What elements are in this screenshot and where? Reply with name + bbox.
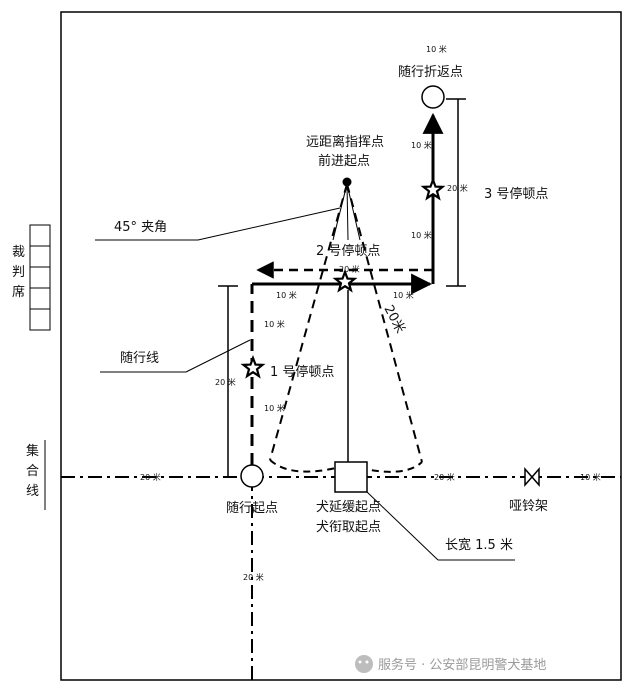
cone-right-line bbox=[346, 183, 423, 463]
stop-3-label: 3 号停顿点 bbox=[484, 186, 548, 202]
stop-2-star-icon bbox=[332, 268, 358, 293]
heel-line-label: 随行线 bbox=[120, 351, 159, 366]
dist-left-20: 20 米 bbox=[215, 377, 236, 387]
assembly-line-label-2: 合 bbox=[26, 464, 39, 479]
stop-1-label: 1 号停顿点 bbox=[270, 364, 334, 380]
stop-3-star-icon bbox=[420, 176, 446, 201]
judge-seat-label-3: 席 bbox=[12, 284, 25, 300]
heel-start-circle bbox=[240, 464, 264, 488]
dumbbell-rack-label: 哑铃架 bbox=[509, 499, 548, 514]
dumbbell-rack-icon bbox=[524, 467, 540, 487]
turnaround-point-label: 随行折返点 bbox=[398, 65, 463, 80]
angle-leader-d bbox=[197, 207, 341, 241]
cone-left-line bbox=[269, 183, 348, 461]
dist-base-right-10: 10 米 bbox=[580, 472, 601, 482]
cone-inner-left bbox=[332, 183, 348, 241]
dist-left-upper-10: 10 米 bbox=[264, 319, 285, 329]
wechat-icon bbox=[355, 655, 373, 673]
cone-arc-right bbox=[359, 461, 423, 473]
cone-inner-right bbox=[346, 183, 361, 241]
dog-start-label-2: 犬衔取起点 bbox=[316, 520, 381, 535]
watermark: 服务号 · 公安部昆明警犬基地 bbox=[355, 655, 546, 673]
dist-left-lower-10: 10 米 bbox=[264, 403, 285, 413]
dist-base-mid-20: 20 米 bbox=[434, 472, 455, 482]
judge-seat-label-1: 裁 bbox=[12, 244, 25, 260]
dog-start-box bbox=[334, 461, 368, 493]
dist-horiz-20: 20 米 bbox=[339, 264, 360, 274]
stop-1-star-icon bbox=[240, 354, 266, 379]
watermark-text: 服务号 · 公安部昆明警犬基地 bbox=[378, 657, 546, 673]
heel-start-label: 随行起点 bbox=[226, 501, 278, 516]
angle-45-label: 45° 夹角 bbox=[114, 220, 167, 235]
remote-command-point-dot bbox=[342, 177, 352, 187]
dist-horiz-left-10: 10 米 bbox=[276, 290, 297, 300]
turnaround-point-circle bbox=[421, 85, 445, 109]
size-note-label: 长宽 1.5 米 bbox=[445, 537, 513, 553]
dist-horiz-right-10: 10 米 bbox=[393, 290, 414, 300]
judge-desk bbox=[29, 224, 51, 331]
field-border bbox=[60, 11, 622, 681]
dist-right-mid-20: 20 米 bbox=[447, 183, 468, 193]
stop-2-label: 2 号停顿点 bbox=[316, 243, 380, 259]
remote-command-label-2: 前进起点 bbox=[318, 153, 370, 169]
dog-start-label-1: 犬延缓起点 bbox=[316, 500, 381, 515]
assembly-line-label-1: 集 bbox=[26, 443, 39, 459]
heel-line-leader-d bbox=[185, 339, 251, 373]
judge-seat-label-2: 判 bbox=[12, 265, 25, 280]
size-leader-d bbox=[366, 491, 439, 561]
dist-top-10: 10 米 bbox=[426, 44, 447, 54]
dist-bottom-20: 20 米 bbox=[243, 572, 264, 582]
remote-command-label-1: 远距离指挥点 bbox=[306, 134, 384, 150]
assembly-line-label-3: 线 bbox=[26, 484, 39, 499]
dist-right-up-10: 10 米 bbox=[411, 140, 432, 150]
cone-arc-left bbox=[269, 459, 337, 473]
dist-right-low-10: 10 米 bbox=[411, 230, 432, 240]
cone-inner-center bbox=[346, 183, 349, 241]
dist-base-left-20: 20 米 bbox=[140, 472, 161, 482]
